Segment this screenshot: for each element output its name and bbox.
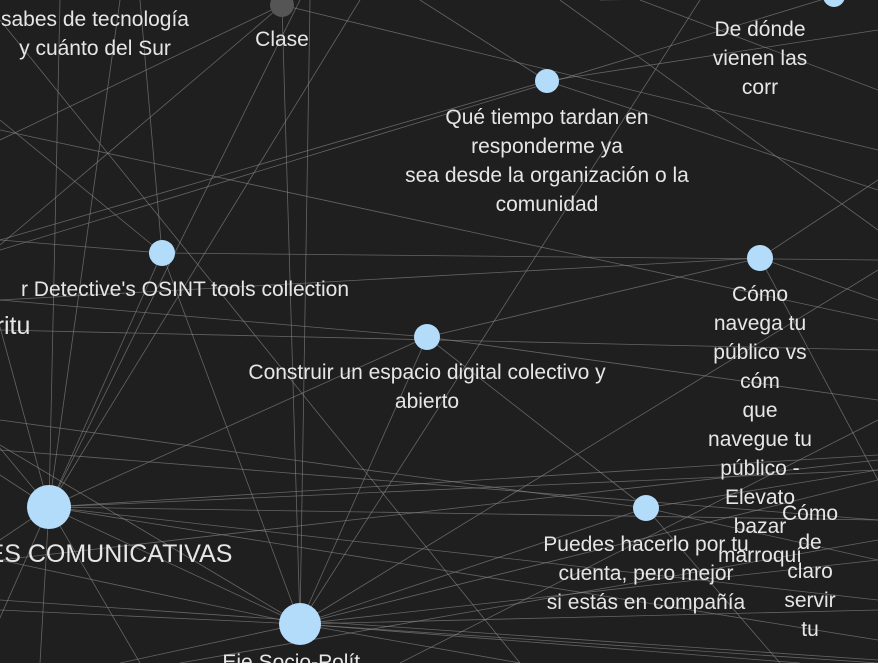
- graph-edge: [281, 4, 878, 151]
- graph-edge: [0, 325, 50, 508]
- graph-edge: [0, 559, 301, 625]
- graph-edge: [645, 507, 781, 663]
- node-osint-tools[interactable]: [149, 240, 175, 266]
- label-que-tiempo-tardan[interactable]: Qué tiempo tardan en responderme ya sea …: [405, 106, 689, 216]
- graph-edge: [48, 252, 163, 508]
- graph-edge: [299, 623, 801, 663]
- label-puedes-hacerlo[interactable]: Puedes hacerlo por tu cuenta, pero mejor…: [543, 533, 749, 614]
- label-como-de-claro[interactable]: Cómo de claro servir tu: [781, 502, 839, 641]
- graph-edge: [0, 599, 878, 661]
- graph-edge: [48, 506, 141, 663]
- graph-edge: [48, 454, 878, 508]
- graph-edge: [0, 419, 647, 509]
- graph-edge: [426, 336, 878, 401]
- graph-edge: [119, 623, 301, 663]
- label-sabes-tecnologia[interactable]: sabes de tecnología y cuánto del Sur: [1, 8, 189, 60]
- node-clase[interactable]: [270, 0, 294, 17]
- graph-edge: [546, 29, 878, 82]
- graph-edge: [48, 469, 878, 508]
- label-como-navega[interactable]: Cómo navega tu público vs cóm que navegu…: [708, 283, 812, 567]
- graph-edge: [139, 0, 163, 254]
- node-bottom-hub[interactable]: [279, 603, 321, 645]
- graph-edge: [299, 0, 311, 625]
- graph-edge: [299, 0, 701, 625]
- graph-edge: [299, 507, 647, 625]
- label-bottom-hub[interactable]: Eje Socio-Polít...: [222, 651, 378, 663]
- node-comunicativas[interactable]: [27, 485, 71, 529]
- graph-edge: [299, 559, 878, 625]
- graph-edge: [299, 479, 878, 625]
- graph-edge: [48, 506, 301, 625]
- graph-edge: [0, 0, 823, 251]
- graph-edge: [0, 299, 428, 338]
- node-puedes-hacerlo[interactable]: [633, 495, 659, 521]
- graph-edge: [299, 623, 878, 663]
- graph-edge: [759, 257, 878, 481]
- label-de-donde-vienen[interactable]: De dónde vienen las corr: [712, 18, 808, 99]
- graph-edge: [48, 506, 878, 521]
- node-que-tiempo-tardan[interactable]: [535, 69, 559, 93]
- label-comunicativas[interactable]: ES COMUNICATIVAS: [0, 540, 233, 568]
- graph-edge: [299, 269, 878, 625]
- graph-edge: [0, 506, 50, 619]
- graph-edge: [48, 336, 428, 508]
- graph-edge: [299, 609, 878, 625]
- label-construir-espacio[interactable]: Construir un espacio digital colectivo y…: [248, 361, 606, 413]
- graph-edge: [161, 252, 301, 625]
- label-osint-tools[interactable]: r Detective's OSINT tools collection: [20, 278, 350, 301]
- graph-edge: [0, 609, 301, 625]
- graph-edge: [645, 469, 878, 509]
- graph-edge: [0, 444, 301, 625]
- graph-edge: [0, 239, 163, 254]
- graph-edge: [0, 449, 878, 521]
- graph-edge: [0, 80, 548, 241]
- graph-edge: [0, 19, 521, 663]
- graph-edge: [426, 257, 761, 338]
- graph-edge: [546, 80, 878, 191]
- graph-edge: [645, 507, 878, 561]
- graph-edge: [39, 506, 50, 663]
- graph-edge: [426, 336, 647, 509]
- graph-edge: [299, 623, 521, 663]
- graph-edge: [299, 336, 428, 625]
- graph-edge: [639, 0, 878, 91]
- graph-edge: [559, 0, 878, 231]
- graph-edge: [0, 4, 283, 141]
- graph-edge: [0, 119, 163, 254]
- node-de-donde-vienen[interactable]: [823, 0, 845, 7]
- graph-edge: [759, 179, 878, 259]
- graph-edge: [759, 257, 878, 301]
- graph-edge: [48, 506, 878, 601]
- graph-edge: [0, 4, 283, 246]
- graph-edge: [0, 459, 878, 561]
- node-como-navega[interactable]: [747, 245, 773, 271]
- graph-edge: [48, 0, 121, 508]
- label-ritu[interactable]: ritu: [0, 312, 31, 340]
- graph-edge: [399, 419, 878, 663]
- graph-edge: [48, 506, 878, 641]
- graph-edge: [281, 4, 301, 625]
- graph-edge: [419, 0, 548, 82]
- graph-edge: [0, 129, 878, 321]
- node-construir-espacio[interactable]: [414, 324, 440, 350]
- label-clase[interactable]: Clase: [255, 28, 309, 51]
- graph-edge: [48, 0, 61, 508]
- graph-edge: [0, 257, 761, 301]
